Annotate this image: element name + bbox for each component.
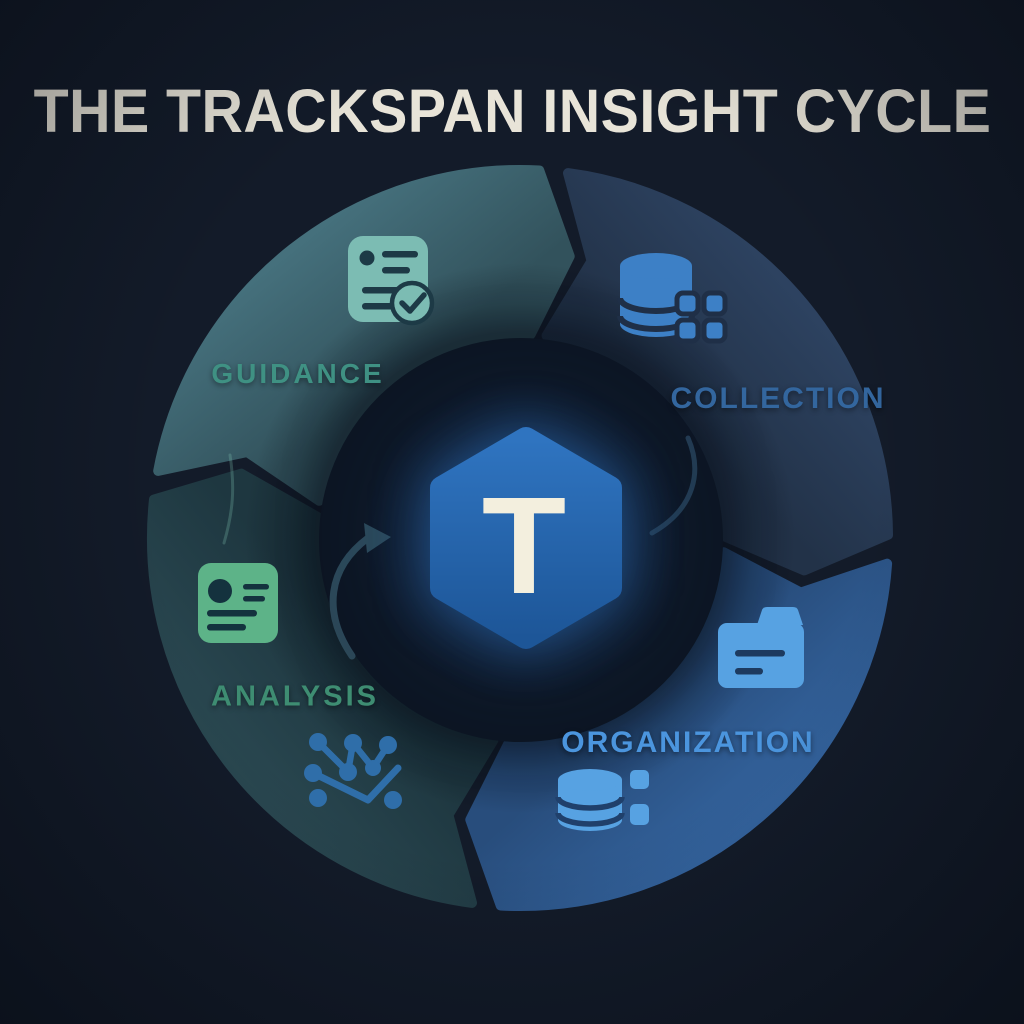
segment-label-collection: COLLECTION [670,382,886,415]
database-grid-icon [617,253,728,344]
database-list-icon [555,769,649,831]
diagram-title-text: THE TRACKSPAN INSIGHT CYCLE [33,77,991,145]
hexagon-shape [430,427,622,649]
trend-network-icon [304,733,402,809]
segment-label-organization: ORGANIZATION [561,726,815,759]
center-letter: T [482,469,566,623]
profile-card-icon [198,563,278,643]
segment-label-analysis: ANALYSIS [211,680,379,713]
seam-line-left [222,453,235,545]
curved-arrow-left [329,534,372,660]
segment-label-guidance: GUIDANCE [211,358,385,389]
center-hexagon: T [430,427,622,649]
hub-arrows [222,435,698,660]
curved-line-right [649,435,698,536]
curved-arrow-left-head-icon [364,523,391,553]
checklist-approved-icon [348,236,435,326]
folder-icon [718,607,804,688]
diagram-title: THE TRACKSPAN INSIGHT CYCLE [0,76,1024,146]
